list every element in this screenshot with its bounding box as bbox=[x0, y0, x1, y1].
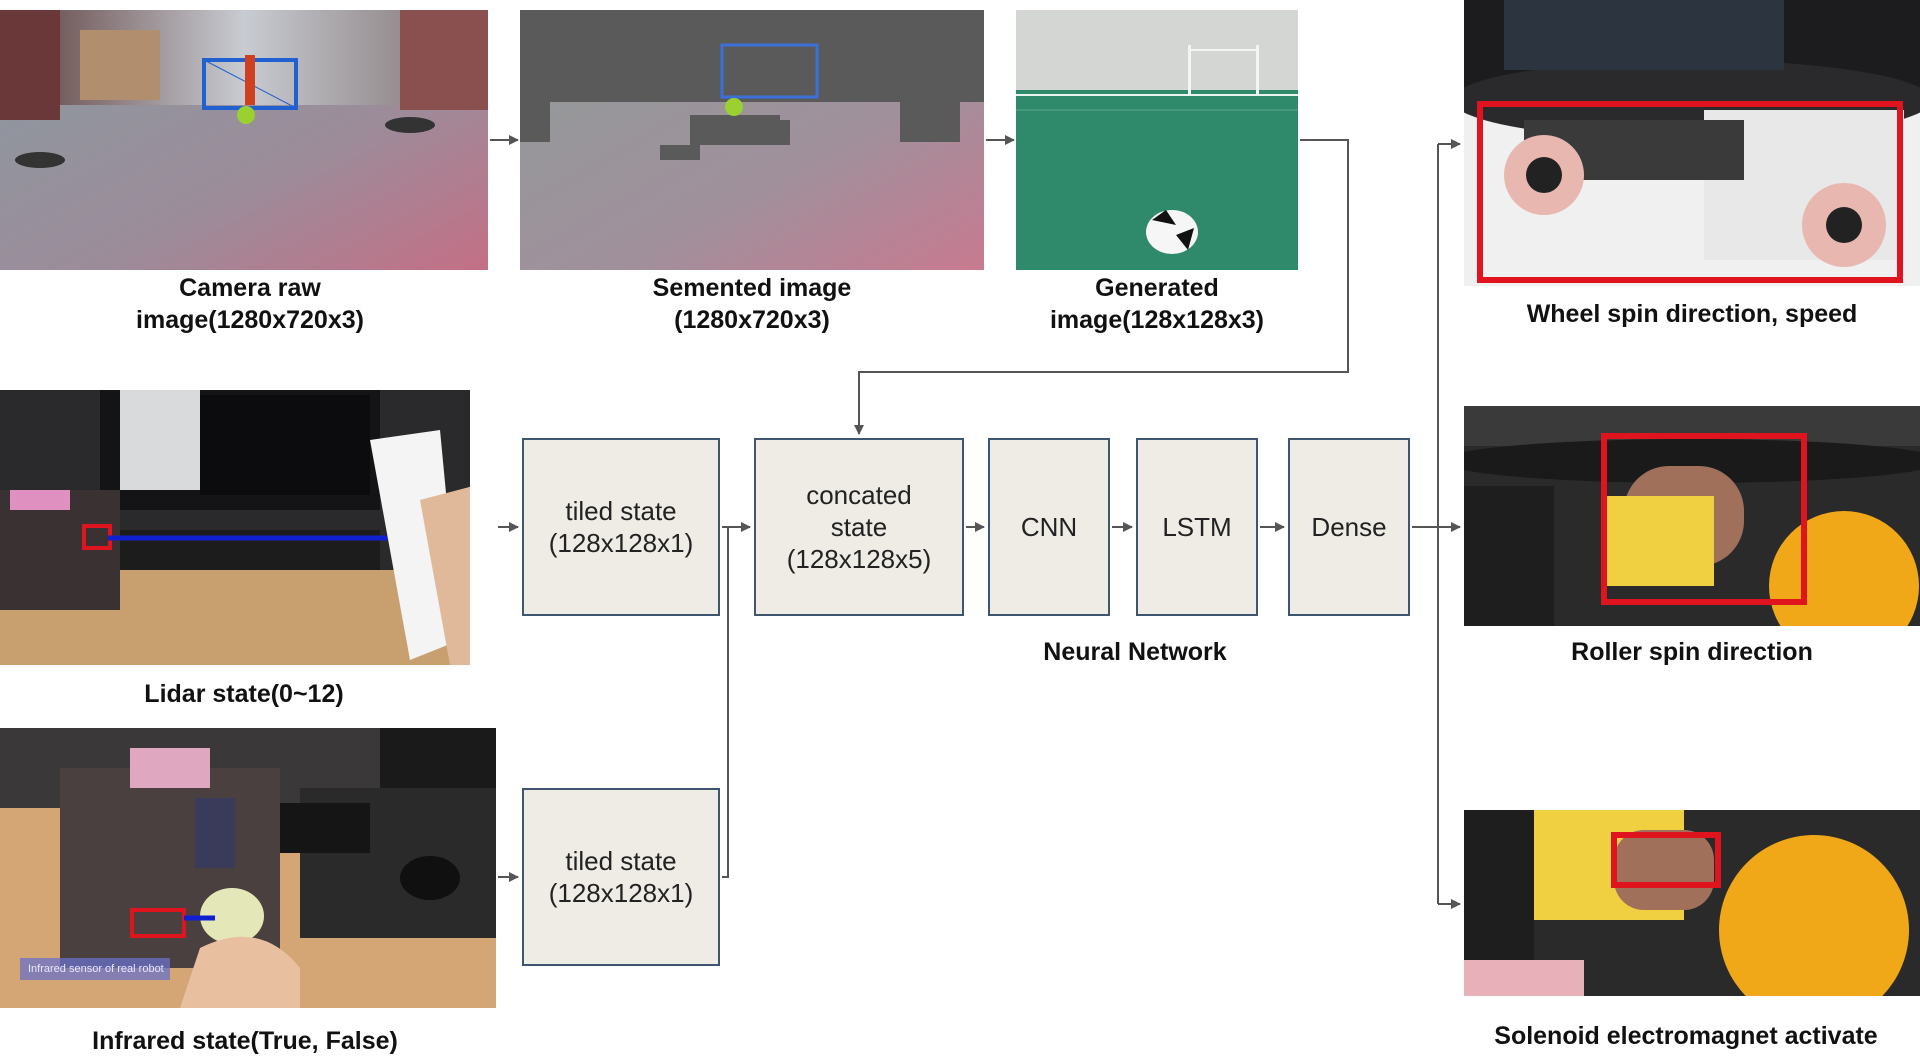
concated-state-box: concated state (128x128x5) bbox=[754, 438, 964, 616]
camera-raw-caption: Camera raw image(1280x720x3) bbox=[100, 272, 400, 336]
tiled-top-line2: (128x128x1) bbox=[548, 528, 694, 558]
wheel-caption: Wheel spin direction, speed bbox=[1526, 300, 1858, 328]
segmented-caption-line2: (1280x720x3) bbox=[674, 306, 830, 334]
camera-raw-image bbox=[0, 10, 488, 270]
dense-box: Dense bbox=[1288, 438, 1410, 616]
lidar-image bbox=[0, 390, 496, 665]
generated-image bbox=[1016, 10, 1298, 270]
camera-raw-caption-line1: Camera raw bbox=[179, 274, 321, 302]
tiled-state-bottom-box: tiled state (128x128x1) bbox=[522, 788, 720, 966]
infrared-overlay-label: Infrared sensor of real robot bbox=[28, 963, 164, 975]
segmented-caption: Semented image (1280x720x3) bbox=[602, 272, 902, 336]
generated-caption-line2: image(128x128x3) bbox=[1049, 306, 1265, 334]
concated-line3: (128x128x5) bbox=[786, 544, 932, 574]
camera-raw-caption-line2: image(1280x720x3) bbox=[136, 306, 364, 334]
cnn-label: CNN bbox=[1020, 512, 1078, 542]
solenoid-caption: Solenoid electromagnet activate bbox=[1494, 1022, 1878, 1050]
neural-network-label: Neural Network bbox=[1043, 638, 1227, 666]
tiled-bottom-line1: tiled state bbox=[565, 846, 677, 876]
infrared-image: Infrared sensor of real robot bbox=[0, 728, 496, 1008]
infrared-caption: Infrared state(True, False) bbox=[92, 1027, 398, 1055]
lstm-box: LSTM bbox=[1136, 438, 1258, 616]
segmented-caption-line1: Semented image bbox=[652, 274, 852, 302]
segmented-image bbox=[520, 10, 984, 270]
cnn-box: CNN bbox=[988, 438, 1110, 616]
tiled-state-top-box: tiled state (128x128x1) bbox=[522, 438, 720, 616]
tiled-bottom-line2: (128x128x1) bbox=[548, 878, 694, 908]
arrow-tiled-bottom-to-concated bbox=[722, 527, 729, 878]
concated-line2: state bbox=[830, 512, 888, 542]
wheel-image bbox=[1464, 0, 1920, 286]
lidar-caption: Lidar state(0~12) bbox=[144, 680, 344, 708]
lstm-label: LSTM bbox=[1162, 512, 1232, 542]
tiled-top-line1: tiled state bbox=[565, 496, 677, 526]
dense-label: Dense bbox=[1311, 512, 1387, 542]
solenoid-image bbox=[1464, 810, 1920, 996]
concated-line1: concated bbox=[806, 480, 912, 510]
generated-caption-line1: Generated bbox=[1095, 274, 1219, 302]
roller-image bbox=[1464, 406, 1920, 626]
roller-caption: Roller spin direction bbox=[1571, 638, 1813, 666]
generated-caption: Generated image(128x128x3) bbox=[1007, 272, 1307, 336]
